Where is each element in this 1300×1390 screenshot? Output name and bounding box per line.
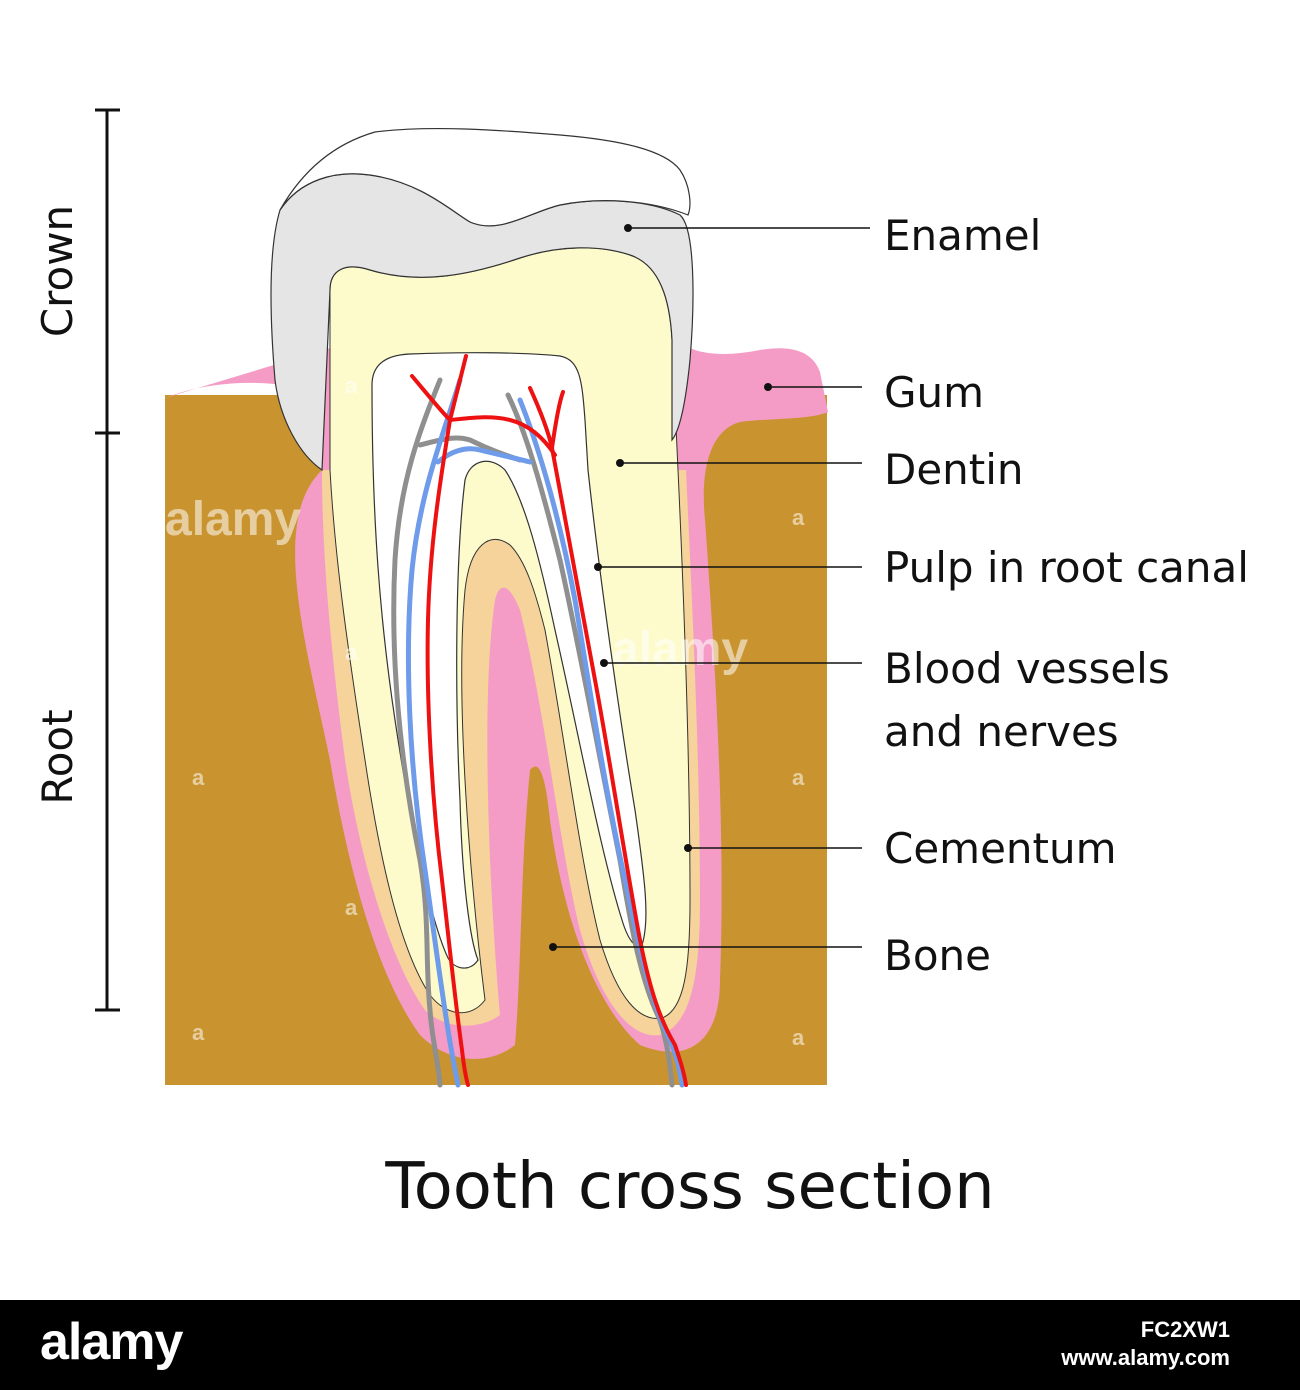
footer-logo: alamy	[40, 1312, 182, 1372]
cementum-label: Cementum	[884, 824, 1117, 873]
root-label: Root	[33, 709, 82, 804]
footer-image-id: FC2XW1 www.alamy.com	[1061, 1316, 1230, 1372]
footer-bar: alamy FC2XW1 www.alamy.com	[0, 1300, 1300, 1390]
watermark-letter: a	[345, 640, 358, 665]
watermark-text-left: alamy	[165, 493, 301, 546]
dentin-label: Dentin	[884, 445, 1024, 494]
watermark-letter: a	[192, 765, 205, 790]
crown-root-bracket	[95, 110, 120, 1010]
watermark-letter: a	[792, 1025, 805, 1050]
diagram-title: Tooth cross section	[384, 1150, 994, 1224]
watermark-letter: a	[792, 505, 805, 530]
gum-label: Gum	[884, 368, 984, 417]
watermark-letter: a	[345, 895, 358, 920]
tooth-diagram: alamy alamy a a a a a a a a Crown Root	[0, 0, 1300, 1300]
site-url-text: www.alamy.com	[1061, 1344, 1230, 1372]
crown-label: Crown	[33, 205, 82, 337]
watermark-text-center: alamy	[612, 623, 748, 676]
enamel-label: Enamel	[884, 211, 1041, 260]
image-id-text: FC2XW1	[1061, 1316, 1230, 1344]
pulp-label: Pulp in root canal	[884, 543, 1249, 592]
nerves-label: and nerves	[884, 707, 1119, 756]
bone-label: Bone	[884, 931, 991, 980]
watermark-letter: a	[192, 1020, 205, 1045]
watermark-letter: a	[792, 765, 805, 790]
blood-vessels-label: Blood vessels	[884, 644, 1170, 693]
watermark-letter: a	[345, 373, 358, 398]
